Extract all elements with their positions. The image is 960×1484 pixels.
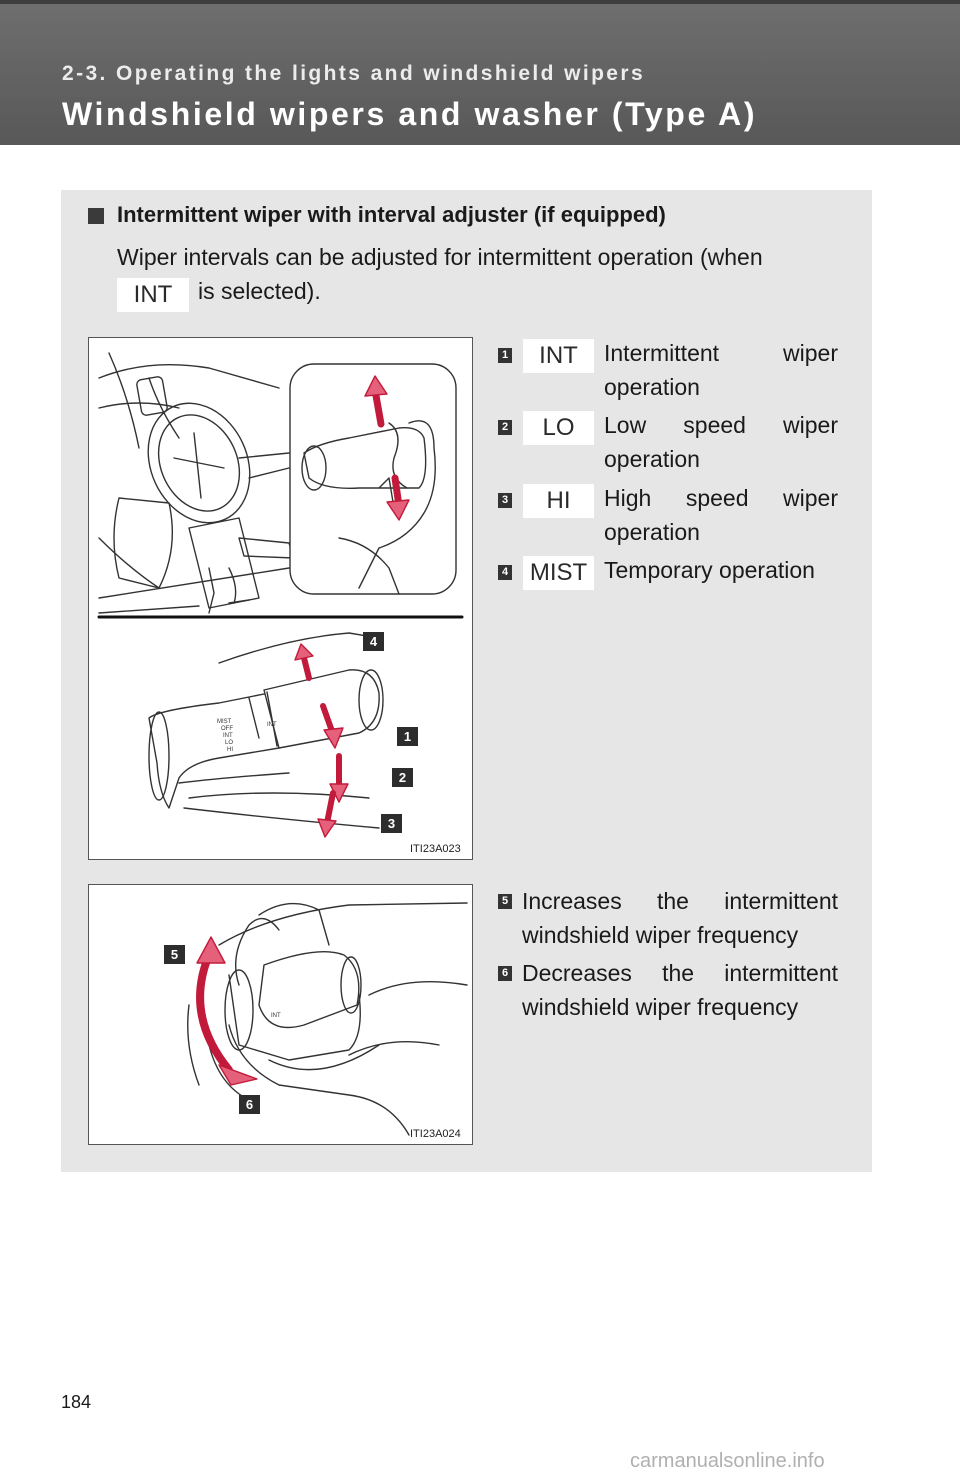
switch-label-mist: MIST — [217, 719, 232, 725]
intro-text-line2: is selected). — [198, 278, 321, 304]
wiper-lever-illustration: MIST OFF INT LO HI INT — [97, 352, 464, 838]
mode-desc-hi: High speed wiper operation — [604, 485, 838, 545]
mode-number-2: 2 — [498, 420, 512, 435]
switch-label-hi: HI — [227, 747, 233, 753]
callout-4: 4 — [363, 632, 384, 651]
mode-key-lo: LO — [523, 411, 594, 445]
switch-label-int: INT — [223, 733, 233, 739]
square-bullet-icon — [88, 208, 104, 224]
mode-key-int: INT — [523, 339, 594, 373]
switch-label-lo: LO — [225, 740, 233, 746]
figure-wiper-lever-positions: MIST OFF INT LO HI INT 4 1 2 3 ITI23A023 — [88, 337, 473, 860]
callout-5: 5 — [164, 945, 185, 964]
adjust-desc-decrease: Decreases the intermittent windshield wi… — [522, 960, 838, 1020]
mode-desc-mist: Temporary operation — [604, 557, 815, 583]
mode-number-1: 1 — [498, 348, 512, 363]
mode-desc-lo: Low speed wiper operation — [604, 412, 838, 472]
figure-code-2: ITI23A024 — [410, 1128, 461, 1140]
callout-1: 1 — [397, 727, 418, 746]
mode-desc-int: Intermittent wiper operation — [604, 340, 838, 400]
page-header: 2-3. Operating the lights and windshield… — [0, 0, 960, 145]
watermark: carmanualsonline.info — [630, 1450, 825, 1472]
adjust-desc-increase: Increases the intermittent windshield wi… — [522, 888, 838, 948]
mode-number-3: 3 — [498, 493, 512, 508]
callout-2: 2 — [392, 768, 413, 787]
subsection-heading: Intermittent wiper with interval adjuste… — [117, 202, 666, 227]
adjust-number-5: 5 — [498, 894, 512, 909]
page-title: Windshield wipers and washer (Type A) — [62, 96, 758, 132]
callout-6: 6 — [239, 1095, 260, 1114]
ring-label-int: INT — [267, 722, 277, 728]
section-label: 2-3. Operating the lights and windshield… — [62, 62, 646, 85]
figure-code: ITI23A023 — [410, 843, 461, 855]
ring-label-int-2: INT — [271, 1013, 281, 1019]
interval-adjuster-illustration: INT — [187, 902, 468, 1136]
figure-interval-adjuster: INT 5 6 ITI23A024 — [88, 884, 473, 1145]
intro-text-line1: Wiper intervals can be adjusted for inte… — [117, 244, 763, 270]
switch-label-off: OFF — [221, 726, 233, 732]
mode-key-mist: MIST — [523, 556, 594, 590]
mode-key-hi: HI — [523, 484, 594, 518]
page-number: 184 — [61, 1392, 92, 1412]
callout-3: 3 — [381, 814, 402, 833]
adjust-number-6: 6 — [498, 966, 512, 981]
int-key-inline: INT — [117, 278, 189, 312]
mode-number-4: 4 — [498, 565, 512, 580]
